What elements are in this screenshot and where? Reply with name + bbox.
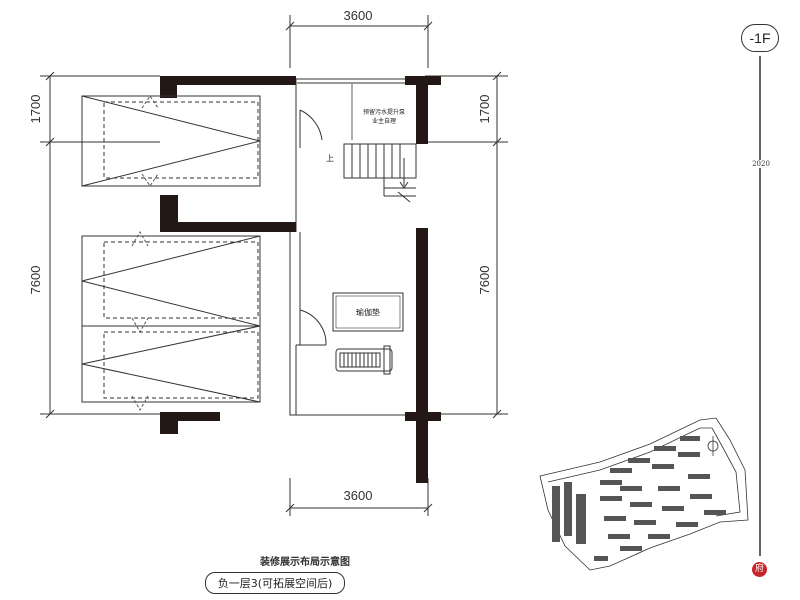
dimension-bottom — [285, 478, 433, 516]
dim-right-top-label: 1700 — [477, 95, 492, 124]
site-plan-buildings — [552, 436, 726, 561]
yoga-mat — [332, 292, 404, 332]
dimension-top — [285, 15, 433, 68]
dim-top-label: 3600 — [344, 8, 373, 23]
year-label: 2020 — [749, 160, 773, 168]
treadmill — [335, 345, 393, 375]
seal-stamp: 府 — [752, 562, 767, 577]
pump-note-line2: 业主自理 — [372, 117, 396, 125]
dimension-left — [40, 71, 160, 419]
dim-left-main-label: 7600 — [28, 266, 43, 295]
staircase — [343, 143, 417, 203]
thin-walls — [289, 78, 405, 416]
site-plan-map — [539, 417, 749, 571]
parking-bay-middle — [81, 235, 261, 327]
pump-note-line1: 预留污水提升泵 — [363, 108, 405, 116]
yoga-mat-label: 瑜伽垫 — [356, 307, 380, 317]
dim-left-top-label: 1700 — [28, 95, 43, 124]
dim-right-main-label: 7600 — [477, 266, 492, 295]
parking-arrows — [131, 95, 159, 412]
parking-bay-bottom — [81, 325, 261, 403]
caption-subtitle: 负一层3(可拓展空间后) — [205, 572, 345, 594]
door-top — [299, 109, 323, 148]
door-middle — [296, 309, 327, 346]
dimension-right — [425, 71, 508, 419]
caption-title: 装修展示布局示意图 — [260, 557, 350, 568]
thick-walls — [160, 76, 441, 483]
parking-bay-top — [81, 95, 261, 187]
stair-up-label: 上 — [326, 154, 334, 163]
floor-badge: -1F — [741, 24, 779, 52]
dim-bottom-label: 3600 — [344, 488, 373, 503]
